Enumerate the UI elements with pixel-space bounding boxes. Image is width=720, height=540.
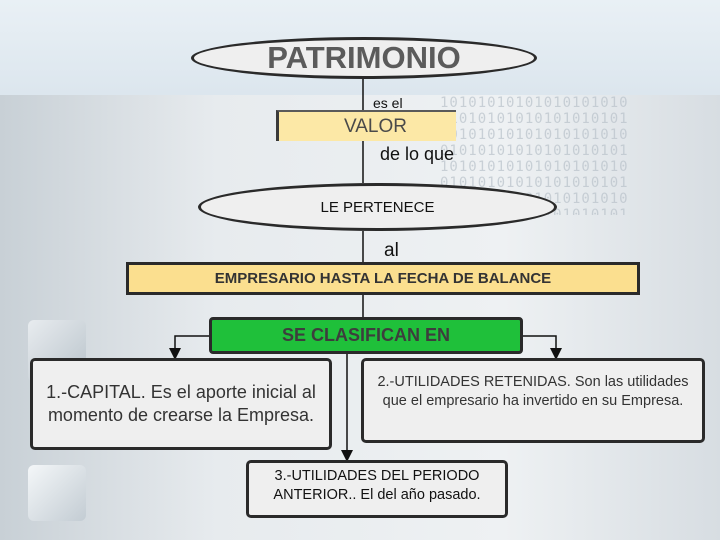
capital-label: 1.-CAPITAL. Es el aporte inicial al mome…	[46, 382, 316, 425]
connector-branch-capital	[169, 335, 209, 360]
connector-label-al: al	[384, 240, 399, 261]
utilidades-periodo-label: 3.-UTILIDADES DEL PERIODO ANTERIOR.. El …	[273, 468, 481, 503]
se-clasifican-label: SE CLASIFICAN EN	[281, 325, 450, 345]
connector-label-de-lo-que: de lo que	[380, 144, 455, 164]
se-clasifican-box: SE CLASIFICAN EN	[209, 317, 523, 354]
patrimonio-ellipse: PATRIMONIO	[191, 37, 537, 79]
decorative-square-lower	[28, 465, 86, 521]
utilidades-retenidas-box: 2.-UTILIDADES RETENIDAS. Son las utilida…	[361, 358, 705, 443]
valor-label: VALOR	[344, 116, 408, 137]
le-pertenece-ellipse: LE PERTENECE	[198, 183, 557, 231]
utilidades-retenidas-label: 2.-UTILIDADES RETENIDAS. Son las utilida…	[377, 374, 689, 409]
connector-branch-utilidades	[523, 335, 562, 360]
connector-label-es-el: es el	[373, 95, 403, 111]
empresario-label: EMPRESARIO HASTA LA FECHA DE BALANCE	[214, 270, 552, 287]
patrimonio-label: PATRIMONIO	[267, 40, 461, 75]
capital-box: 1.-CAPITAL. Es el aporte inicial al mome…	[30, 358, 332, 450]
utilidades-periodo-box: 3.-UTILIDADES DEL PERIODO ANTERIOR.. El …	[246, 460, 508, 518]
empresario-box: EMPRESARIO HASTA LA FECHA DE BALANCE	[126, 262, 640, 295]
le-pertenece-label: LE PERTENECE	[320, 198, 435, 216]
valor-box	[276, 110, 456, 141]
